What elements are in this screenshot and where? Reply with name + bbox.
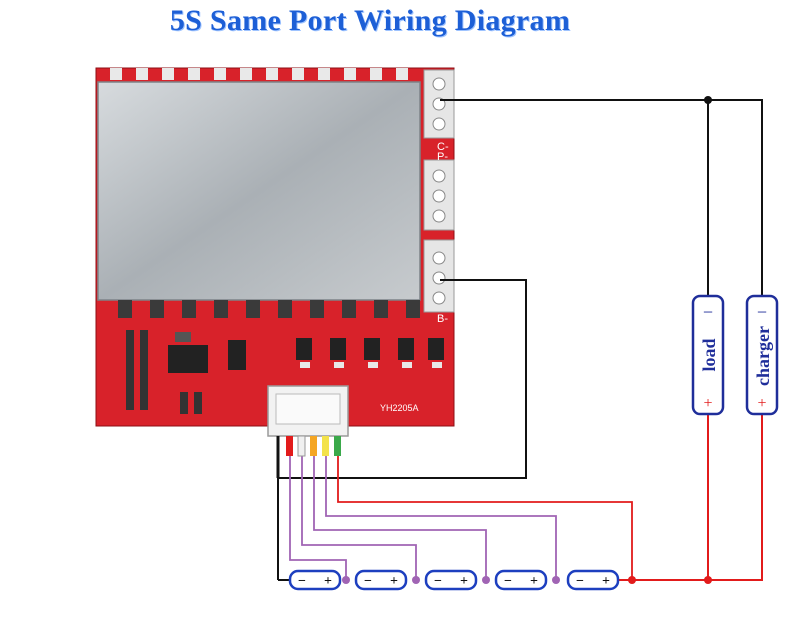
port-label-c: C- [437, 141, 449, 153]
cell-1-neg: − [298, 574, 306, 589]
battery-cells: − + − + − + − + − + [288, 569, 620, 591]
wire-pack-pos [616, 410, 763, 581]
terminal-pads [423, 69, 455, 313]
port-label-p: P- [437, 151, 448, 163]
cell-3-neg: − [434, 574, 442, 589]
bms-board: C- P- B- YH2205A [95, 67, 455, 437]
cell-1: − + [288, 569, 342, 591]
cell-3: − + [424, 569, 478, 591]
junctions [342, 96, 712, 584]
cell-5: − + [566, 569, 620, 591]
wire-balance-2 [301, 436, 417, 580]
cell-4: − + [494, 569, 548, 591]
wire-balance-1 [289, 436, 347, 580]
mosfet-legs [118, 300, 420, 318]
wire-balance-3 [313, 436, 487, 580]
heatsink [97, 81, 421, 301]
cell-2-pos: + [390, 574, 398, 589]
charger-neg-sign: − [757, 302, 767, 322]
wire-b-neg [277, 279, 527, 580]
cell-3-pos: + [460, 574, 468, 589]
small-caps [300, 362, 442, 368]
cell-4-pos: + [530, 574, 538, 589]
cell-4-neg: − [504, 574, 512, 589]
components [126, 330, 444, 414]
load-pos-sign: + [703, 395, 712, 412]
load-neg-sign: − [703, 302, 713, 322]
cell-2: − + [354, 569, 408, 591]
board-model-label: YH2205A [380, 403, 419, 413]
load-device: − load + [691, 294, 725, 416]
wire-balance-5 [337, 436, 633, 580]
cell-2-neg: − [364, 574, 372, 589]
diagram-title: 5S Same Port Wiring Diagram [169, 4, 571, 37]
cell-5-neg: − [576, 574, 584, 589]
wires [276, 99, 763, 581]
top-pads [110, 68, 408, 80]
charger-label: charger [753, 326, 773, 386]
load-label: load [699, 338, 719, 371]
wire-balance-4 [325, 436, 557, 580]
cell-5-pos: + [602, 574, 610, 589]
charger-pos-sign: + [757, 395, 766, 412]
port-label-b: B- [437, 313, 448, 325]
charger-device: − charger + [745, 294, 779, 416]
cell-1-pos: + [324, 574, 332, 589]
wire-cp-neg [440, 99, 763, 298]
